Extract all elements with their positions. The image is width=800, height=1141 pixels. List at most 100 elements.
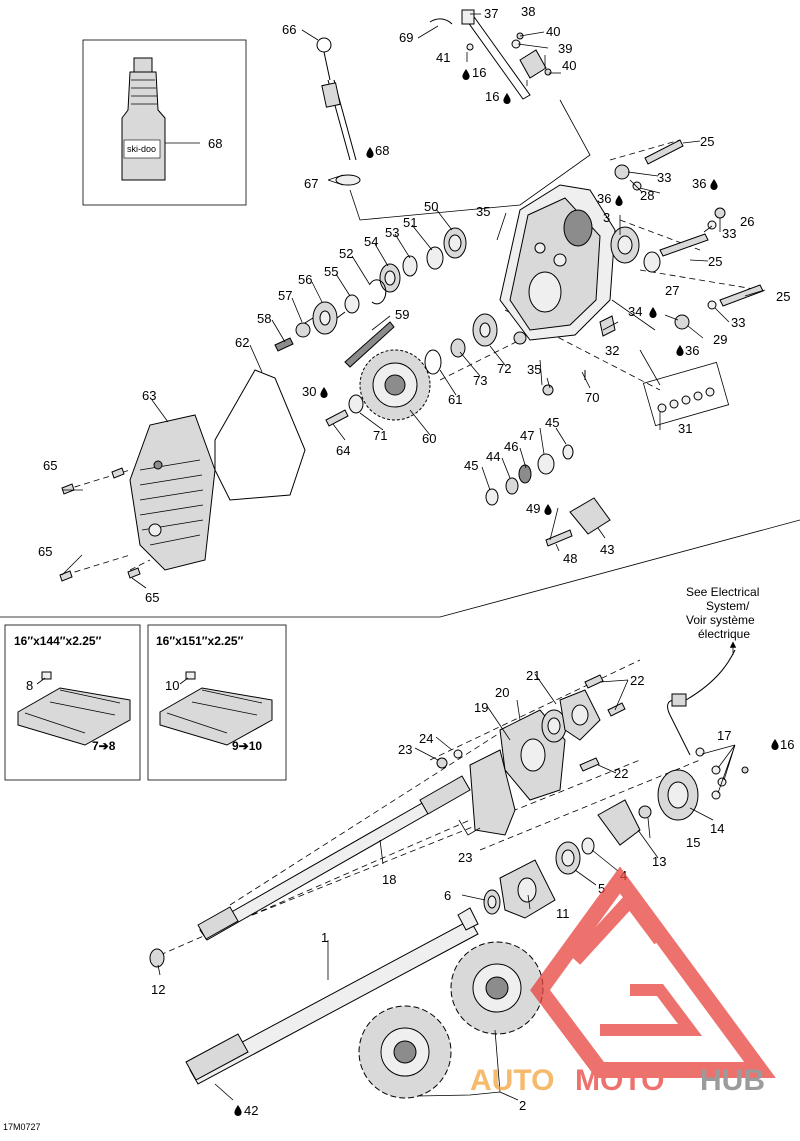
chaincase-housing xyxy=(499,184,640,341)
label-57: 57 xyxy=(278,288,292,303)
label-45-low: 45 xyxy=(464,458,478,473)
label-23-b: 23 xyxy=(458,850,472,865)
tensioner-stack xyxy=(485,444,611,547)
label-14: 14 xyxy=(710,821,724,836)
label-33-low: 33 xyxy=(731,315,745,330)
label-71: 71 xyxy=(373,428,387,443)
automotohub-watermark: AUTO MOTO HUB xyxy=(470,866,776,1097)
lower-sprocket xyxy=(325,313,586,427)
label-35-low: 35 xyxy=(527,362,541,377)
upper-shaft-stack xyxy=(274,227,467,352)
label-73: 73 xyxy=(473,373,487,388)
label-42: 42 xyxy=(244,1103,258,1118)
label-37: 37 xyxy=(484,6,498,21)
bolts-25 xyxy=(614,139,764,330)
label-48: 48 xyxy=(563,551,577,566)
cover-bolts xyxy=(59,467,141,582)
label-50: 50 xyxy=(424,199,438,214)
track-box-151-arrow: 9➔10 xyxy=(232,739,262,753)
label-33-top: 33 xyxy=(657,170,671,185)
label-54: 54 xyxy=(364,234,378,249)
drive-sprockets xyxy=(358,941,544,1099)
cover-bolt-lines xyxy=(64,469,151,576)
label-15: 15 xyxy=(686,835,700,850)
label-63: 63 xyxy=(142,388,156,403)
label-35-top: 35 xyxy=(476,204,490,219)
section-divider xyxy=(0,519,800,618)
label-16-a: 16 xyxy=(472,65,486,80)
label-20: 20 xyxy=(495,685,509,700)
label-24: 24 xyxy=(419,731,433,746)
label-27: 27 xyxy=(665,283,679,298)
electrical-note-line-2: System/ xyxy=(706,599,750,613)
label-25-top: 25 xyxy=(700,134,714,149)
watermark-auto: AUTO xyxy=(470,1064,554,1097)
label-47: 47 xyxy=(520,428,534,443)
label-67: 67 xyxy=(304,176,318,191)
label-65-top: 65 xyxy=(43,458,57,473)
label-16-c: 16 xyxy=(780,737,794,752)
label-13: 13 xyxy=(652,854,666,869)
label-65-low: 65 xyxy=(145,590,159,605)
label-3: 3 xyxy=(603,210,610,225)
label-17: 17 xyxy=(717,728,731,743)
label-51: 51 xyxy=(403,215,417,230)
drive-axle-18 xyxy=(197,775,471,941)
label-18: 18 xyxy=(382,872,396,887)
label-43: 43 xyxy=(600,542,614,557)
drive-chain xyxy=(344,321,395,368)
label-22-low: 22 xyxy=(614,766,628,781)
label-16-b: 16 xyxy=(485,89,499,104)
electrical-note-line-4: électrique xyxy=(698,627,750,641)
track-box-144 xyxy=(4,624,141,781)
bracket-23 xyxy=(469,749,516,836)
label-60: 60 xyxy=(422,431,436,446)
label-36-a: 36 xyxy=(597,191,611,206)
label-30: 30 xyxy=(302,384,316,399)
flange-21 xyxy=(559,689,601,741)
label-1: 1 xyxy=(321,930,328,945)
label-33-mid: 33 xyxy=(722,226,736,241)
label-11: 11 xyxy=(556,906,570,921)
label-40-bottom: 40 xyxy=(562,58,576,73)
label-26: 26 xyxy=(740,214,754,229)
assembly-center-lines xyxy=(439,139,761,391)
bearing-20 xyxy=(541,709,567,743)
bracket-31-lines xyxy=(611,299,661,430)
label-68-bottle: 68 xyxy=(208,136,222,151)
label-56: 56 xyxy=(298,272,312,287)
watermark-hub: HUB xyxy=(700,1064,765,1097)
bearing-plates xyxy=(483,799,641,919)
oil-bottle-box xyxy=(82,39,247,206)
track-box-144-arrow: 7➔8 xyxy=(92,739,116,753)
nut-23 xyxy=(436,757,448,769)
label-55: 55 xyxy=(324,264,338,279)
spacer-rings xyxy=(642,361,730,427)
washer-24 xyxy=(453,749,463,759)
label-68-dipstick: 68 xyxy=(375,143,389,158)
o-ring xyxy=(214,369,306,501)
oil-bottle: ski-doo xyxy=(121,57,166,181)
electrical-note-line-3: Voir système xyxy=(686,613,755,627)
label-64: 64 xyxy=(336,443,350,458)
label-70: 70 xyxy=(585,390,599,405)
label-58: 58 xyxy=(257,311,271,326)
track-box-144-part: 8 xyxy=(26,678,33,693)
label-59: 59 xyxy=(395,307,409,322)
label-31: 31 xyxy=(678,421,692,436)
label-65-mid: 65 xyxy=(38,544,52,559)
label-25-mid: 25 xyxy=(708,254,722,269)
label-46: 46 xyxy=(504,439,518,454)
label-22-top: 22 xyxy=(630,673,644,688)
label-41: 41 xyxy=(436,50,450,65)
label-23-a: 23 xyxy=(398,742,412,757)
label-62: 62 xyxy=(235,335,249,350)
label-34: 34 xyxy=(628,304,642,319)
label-5: 5 xyxy=(598,881,605,896)
label-32: 32 xyxy=(605,343,619,358)
part-labels: 66 69 37 38 40 39 40 41 16 16 68 68 67 2… xyxy=(3,4,794,1132)
label-39: 39 xyxy=(558,41,572,56)
label-36-c: 36 xyxy=(685,343,699,358)
chaincase-cover xyxy=(129,414,216,571)
track-box-151-title: 16″x151″x2.25″ xyxy=(156,634,244,648)
